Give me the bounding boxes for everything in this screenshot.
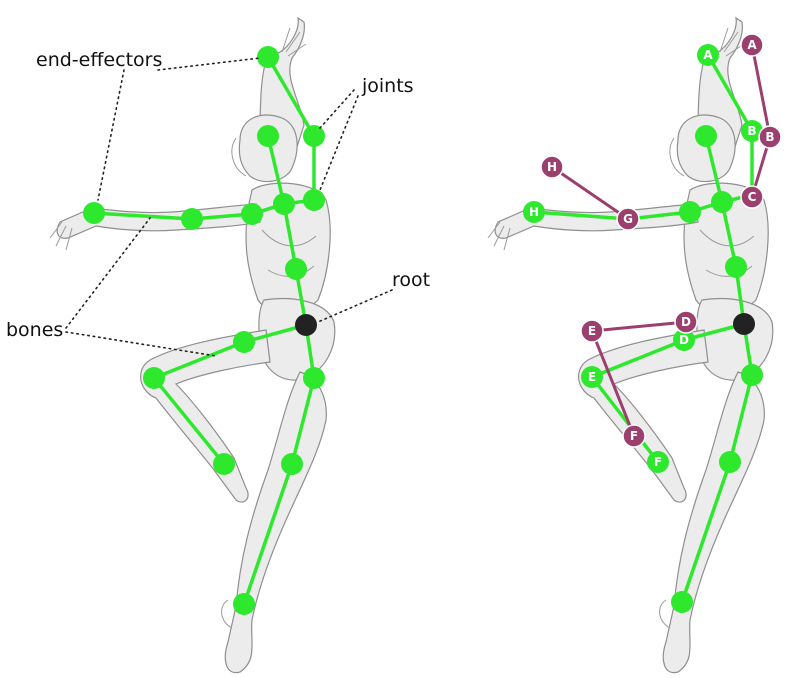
ik-target-D: D bbox=[674, 310, 698, 334]
ik-link bbox=[750, 43, 772, 139]
joint-marker-E: E bbox=[581, 366, 603, 388]
root-label: root bbox=[392, 269, 430, 291]
joint bbox=[695, 125, 717, 147]
right-bones bbox=[532, 53, 754, 604]
left-joints bbox=[83, 46, 325, 615]
bone bbox=[152, 376, 226, 466]
bone bbox=[680, 460, 732, 604]
right-figure-sketch bbox=[487, 16, 774, 674]
joint-marker-E-letter: E bbox=[588, 370, 596, 384]
joint-marker-B-letter: B bbox=[747, 124, 756, 138]
bone bbox=[266, 55, 316, 138]
joint bbox=[281, 453, 303, 475]
bone bbox=[704, 134, 724, 204]
joint-marker-F-letter: F bbox=[654, 455, 662, 469]
ik-target-F-letter: F bbox=[630, 429, 638, 443]
joint bbox=[241, 203, 263, 225]
joint bbox=[679, 201, 701, 223]
joint bbox=[303, 189, 325, 211]
joint bbox=[233, 331, 255, 353]
ik-target-F: F bbox=[622, 424, 646, 448]
joint bbox=[273, 193, 295, 215]
ik-target-C-letter: C bbox=[748, 190, 757, 204]
joint bbox=[711, 191, 733, 213]
ik-link bbox=[590, 329, 636, 438]
root-joint bbox=[295, 314, 317, 336]
ik-target-B: B bbox=[758, 125, 782, 149]
joint bbox=[143, 367, 165, 389]
bone bbox=[266, 134, 286, 206]
joint bbox=[257, 125, 279, 147]
ik-link bbox=[590, 320, 688, 333]
joint bbox=[181, 208, 203, 230]
left-skeleton bbox=[83, 46, 325, 615]
bone bbox=[590, 375, 660, 464]
joint bbox=[725, 256, 747, 278]
joint bbox=[233, 593, 255, 615]
bone bbox=[242, 462, 294, 606]
ik-target-A: A bbox=[740, 33, 764, 57]
bone bbox=[282, 202, 298, 271]
joint bbox=[741, 364, 763, 386]
right-joints: A B H D E F bbox=[523, 44, 763, 613]
ik-target-B-letter: B bbox=[765, 130, 774, 144]
ik-target-G: G bbox=[616, 207, 640, 231]
left-figure-sketch bbox=[49, 16, 336, 674]
bone bbox=[706, 53, 754, 133]
bones-label: bones bbox=[6, 319, 63, 341]
joints-label: joints bbox=[361, 75, 414, 97]
joint-marker-A: A bbox=[697, 44, 719, 66]
joint bbox=[671, 591, 693, 613]
joint bbox=[303, 367, 325, 389]
joint bbox=[83, 202, 105, 224]
bone bbox=[720, 200, 738, 269]
ik-target-H: H bbox=[540, 155, 564, 179]
root-joint bbox=[733, 313, 755, 335]
joint bbox=[719, 451, 741, 473]
ik-target-D-letter: D bbox=[681, 315, 691, 329]
ik-target-A-letter: A bbox=[747, 38, 757, 52]
ik-target-G-letter: G bbox=[623, 212, 633, 226]
joint bbox=[213, 453, 235, 475]
ik-target-C: C bbox=[740, 185, 764, 209]
bone bbox=[532, 210, 630, 221]
ik-targets: A B C D E F G bbox=[540, 33, 782, 448]
ik-target-links bbox=[550, 43, 772, 438]
bone bbox=[728, 373, 754, 464]
joint bbox=[285, 258, 307, 280]
ik-target-E: E bbox=[580, 319, 604, 343]
joint-marker-F: F bbox=[647, 451, 669, 473]
callout-leaders bbox=[65, 57, 393, 357]
joint bbox=[303, 125, 325, 147]
end-effectors-label: end-effectors bbox=[36, 49, 162, 71]
right-skeleton: A B H D E F bbox=[523, 33, 782, 613]
ik-target-E-letter: E bbox=[588, 324, 596, 338]
joint-marker-D-letter: D bbox=[679, 333, 689, 347]
joint-marker-B: B bbox=[741, 120, 763, 142]
bone bbox=[92, 211, 194, 221]
joint-marker-H: H bbox=[523, 201, 545, 223]
ik-link bbox=[550, 165, 630, 221]
bone bbox=[290, 376, 316, 466]
ik-target-H-letter: H bbox=[547, 160, 557, 174]
bone bbox=[152, 340, 246, 380]
joint-marker-A-letter: A bbox=[703, 48, 713, 62]
joint-marker-H-letter: H bbox=[529, 205, 539, 219]
joint-marker-D: D bbox=[673, 329, 695, 351]
joint bbox=[257, 46, 279, 68]
